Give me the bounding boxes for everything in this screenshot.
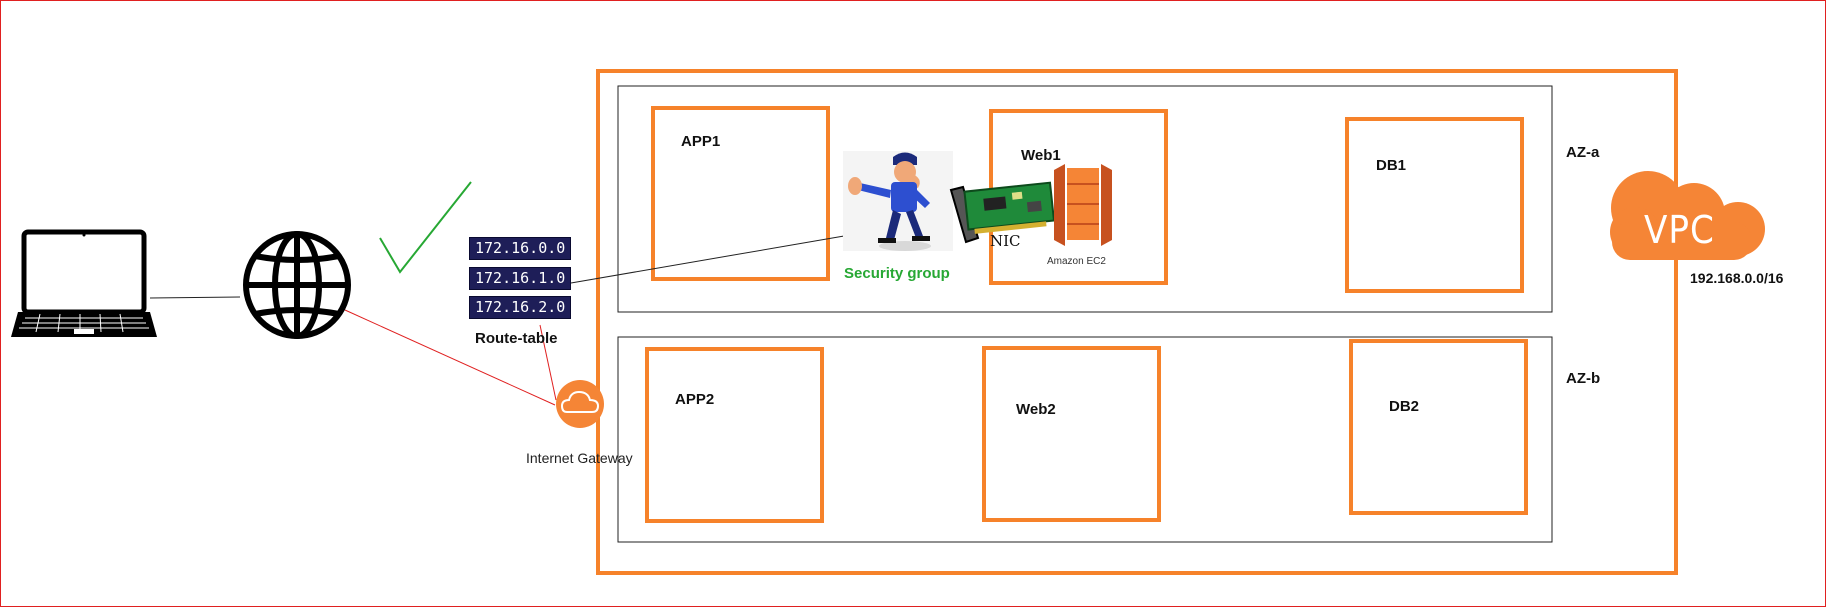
route-entry: 172.16.0.0	[469, 237, 572, 260]
vpc-label: VPC	[1644, 208, 1715, 252]
route-entry: 172.16.1.0	[469, 267, 572, 290]
route-sg-line	[570, 235, 845, 284]
security-guard-icon	[843, 151, 953, 251]
internet-gateway-label: Internet Gateway	[526, 450, 633, 466]
web2-label: Web2	[1016, 401, 1056, 418]
vpc-cloud-icon	[1610, 171, 1765, 260]
globe-icon	[243, 231, 351, 339]
ec2-icon	[1054, 164, 1112, 246]
globe-igw-line	[344, 309, 556, 406]
security-group-label: Security group	[844, 265, 950, 282]
vpc-box	[596, 69, 1678, 575]
az-b-box	[617, 336, 1553, 543]
laptop-icon	[11, 229, 157, 337]
db1-box	[1345, 117, 1524, 293]
web2-box	[982, 346, 1161, 522]
nic-label: NIC	[990, 232, 1021, 250]
route-table-label: Route-table	[475, 330, 558, 347]
db2-label: DB2	[1389, 398, 1420, 415]
az-a-label: AZ-a	[1566, 144, 1600, 161]
db1-label: DB1	[1376, 157, 1407, 174]
app2-box	[645, 347, 824, 523]
app1-label: APP1	[681, 133, 721, 150]
ec2-label: Amazon EC2	[1047, 256, 1106, 267]
web1-label: Web1	[1021, 147, 1061, 164]
laptop-globe-line	[149, 296, 241, 299]
route-entry: 172.16.2.0	[469, 296, 572, 319]
az-b-label: AZ-b	[1566, 370, 1601, 387]
route-igw-line	[539, 324, 557, 401]
app2-label: APP2	[675, 391, 715, 408]
vpc-cidr-label: 192.168.0.0/16	[1690, 270, 1784, 286]
cloud-icon	[560, 390, 600, 413]
app1-box	[651, 106, 830, 281]
checkmark-icon	[379, 181, 472, 274]
nic-card-icon	[949, 181, 1056, 244]
internet-gateway-icon	[556, 380, 604, 428]
az-a-box	[617, 85, 1553, 313]
db2-box	[1349, 339, 1528, 515]
